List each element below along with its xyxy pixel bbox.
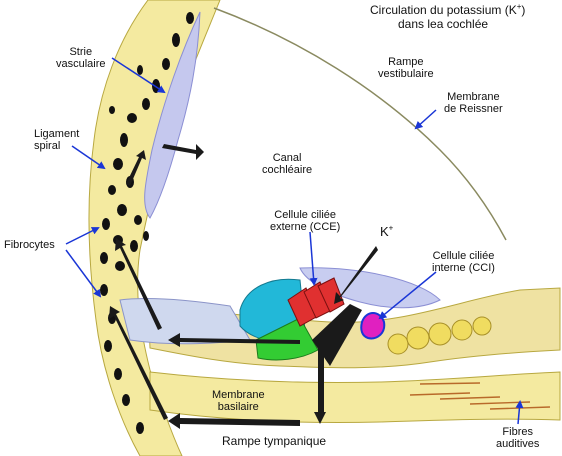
title-suffix: )	[521, 3, 526, 17]
label-canal-cochleaire: Canal cochléaire	[262, 152, 312, 176]
label-membrane-basilaire: Membrane basilaire	[212, 389, 265, 413]
label-membrane-reissner: Membrane de Reissner	[444, 91, 503, 115]
label-line: Rampe	[388, 56, 424, 68]
diagram-title-line1: Circulation du potassium (K+)	[370, 2, 526, 17]
label-line: Strie	[69, 46, 93, 58]
deiters-cells	[255, 317, 319, 361]
label-line: Membrane	[447, 91, 500, 103]
potassium-symbol: K	[380, 224, 389, 239]
ligament-cells	[100, 12, 194, 434]
title-prefix: Circulation du potassium (K	[370, 3, 517, 17]
potassium-flow-arrows	[109, 144, 378, 429]
label-line: vestibulaire	[378, 68, 434, 80]
label-rampe-vestibulaire: Rampe vestibulaire	[378, 56, 434, 80]
diagram-title-line2: dans lea cochlée	[398, 17, 489, 31]
label-line: cochléaire	[262, 164, 313, 176]
label-line: Cellule ciliée	[274, 209, 337, 221]
label-line: auditives	[496, 438, 540, 450]
label-line: de Reissner	[444, 103, 503, 115]
label-line: spiral	[34, 140, 61, 152]
label-cellule-externe: Cellule ciliée externe (CCE)	[270, 209, 340, 233]
label-strie-vasculaire: Strie vasculaire	[56, 46, 106, 70]
stria-vascularis	[144, 11, 201, 219]
potassium-charge: +	[388, 223, 394, 233]
label-line: Fibres	[502, 426, 533, 438]
label-line: interne (CCI)	[432, 262, 495, 274]
inner-hair-cell	[360, 312, 386, 340]
label-line: Cellule ciliée	[432, 250, 495, 262]
organ-arch	[312, 304, 362, 366]
title-superscript: +	[516, 2, 522, 11]
pointer-lines	[65, 57, 524, 425]
label-line: Ligament	[34, 128, 80, 140]
basilar-cells	[119, 297, 251, 345]
label-fibrocytes: Fibrocytes	[4, 239, 55, 251]
label-cellule-interne: Cellule ciliée interne (CCI)	[432, 250, 495, 274]
label-ligament-spiral: Ligament spiral	[34, 128, 79, 152]
label-rampe-tympanique: Rampe tympanique	[222, 434, 327, 448]
outer-hair-cells	[287, 277, 345, 327]
support-cells	[387, 316, 492, 355]
label-line: basilaire	[217, 401, 259, 413]
label-potassium: K+	[380, 223, 394, 239]
label-line: externe (CCE)	[270, 221, 341, 233]
label-line: Membrane	[212, 389, 265, 401]
label-line: vasculaire	[56, 58, 106, 70]
label-fibres-auditives: Fibres auditives	[496, 426, 539, 450]
reissner-membrane	[213, 7, 507, 241]
label-line: Canal	[272, 152, 302, 164]
